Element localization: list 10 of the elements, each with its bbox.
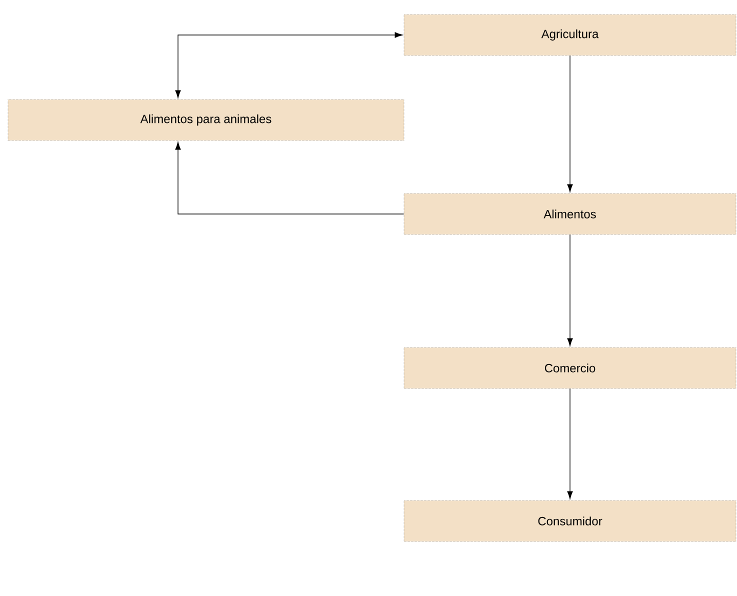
process-box: Agricultura: [404, 14, 736, 56]
arrow: [567, 388, 573, 500]
process-box: Alimentos para animales: [8, 99, 404, 141]
arrow: [567, 55, 573, 192]
process-box: Alimentos: [404, 193, 736, 235]
arrow: [567, 234, 573, 346]
arrow: [175, 32, 403, 98]
process-box: Consumidor: [404, 500, 736, 542]
process-box: Comercio: [404, 347, 736, 389]
arrow: [175, 142, 404, 214]
